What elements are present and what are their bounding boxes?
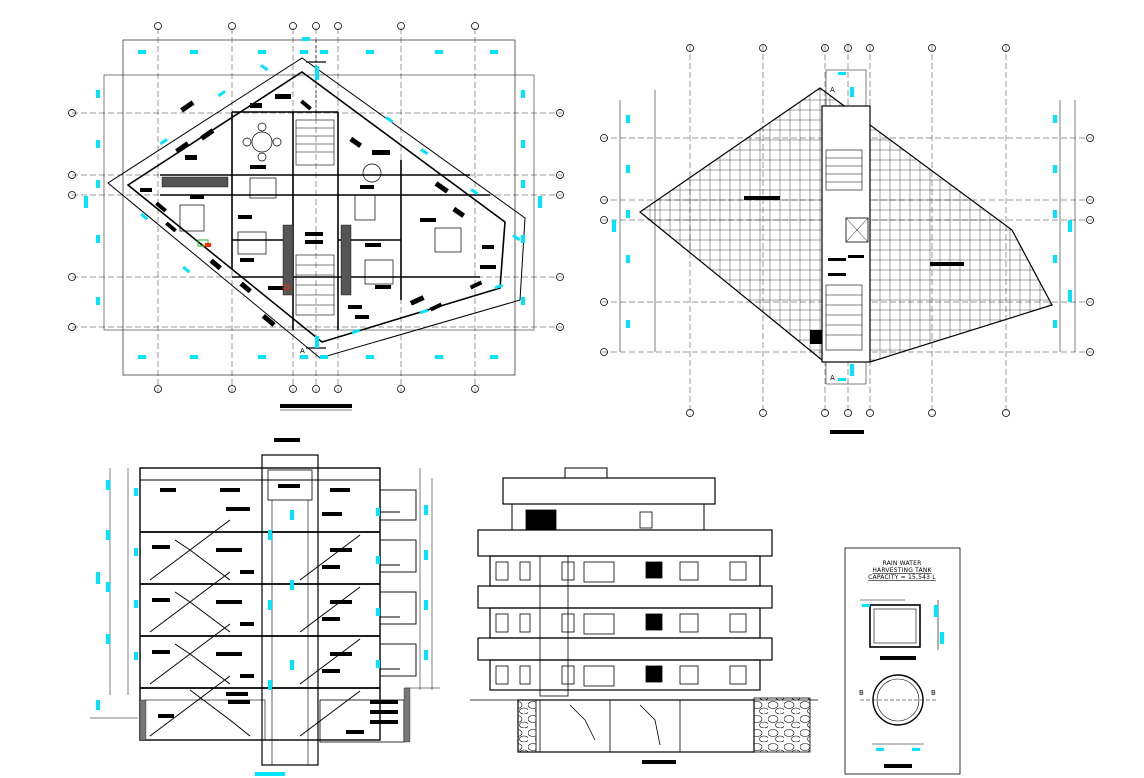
floor-plan-caption [280, 404, 352, 408]
section-stair-flights [149, 519, 361, 737]
tank-title-line1: RAIN WATER [882, 560, 921, 567]
tank-title-line2: HARVESTING TANK [872, 567, 932, 574]
tank-plan-marker-left: B [859, 689, 864, 697]
roof-plan-section-marker-bottom: A [830, 374, 835, 382]
floor-plan-stair [295, 119, 335, 316]
section-slabs [140, 531, 380, 689]
section-balconies [379, 489, 417, 677]
roof-plan-grid-bubbles [600, 44, 1094, 417]
section-labels [152, 438, 398, 734]
front-elevation-windows [495, 509, 747, 687]
front-elevation-panel [470, 467, 818, 764]
floor-plan-furniture [179, 122, 462, 285]
floor-plan-section-marker: A [300, 347, 305, 355]
tank-dimension-tags [862, 604, 944, 751]
section-panel [90, 438, 440, 776]
floor-plan-outline [107, 57, 526, 359]
floor-plan-dimension-tags [84, 37, 542, 359]
tank-title-line3: CAPACITY = 15,543 L [868, 574, 936, 581]
section-lift-shaft [261, 454, 319, 766]
tank-plan-marker-right: B [931, 689, 936, 697]
front-elevation-floor-bands [477, 529, 773, 691]
roof-plan-section-marker-top: A [830, 86, 835, 94]
section-dimension-tags [96, 480, 428, 710]
roof-plan-caption [830, 430, 864, 434]
front-elevation-caption [642, 760, 676, 764]
floor-plan-panel [68, 22, 564, 411]
tank-detail-panel [844, 547, 961, 775]
floor-plan-grid-bubbles [68, 22, 564, 393]
floor-plan-room-tags [140, 94, 496, 327]
roof-plan-dimension-tags [612, 72, 1072, 381]
roof-plan-panel [600, 44, 1094, 434]
tank-section-box [869, 604, 921, 648]
section-caption [255, 772, 285, 776]
